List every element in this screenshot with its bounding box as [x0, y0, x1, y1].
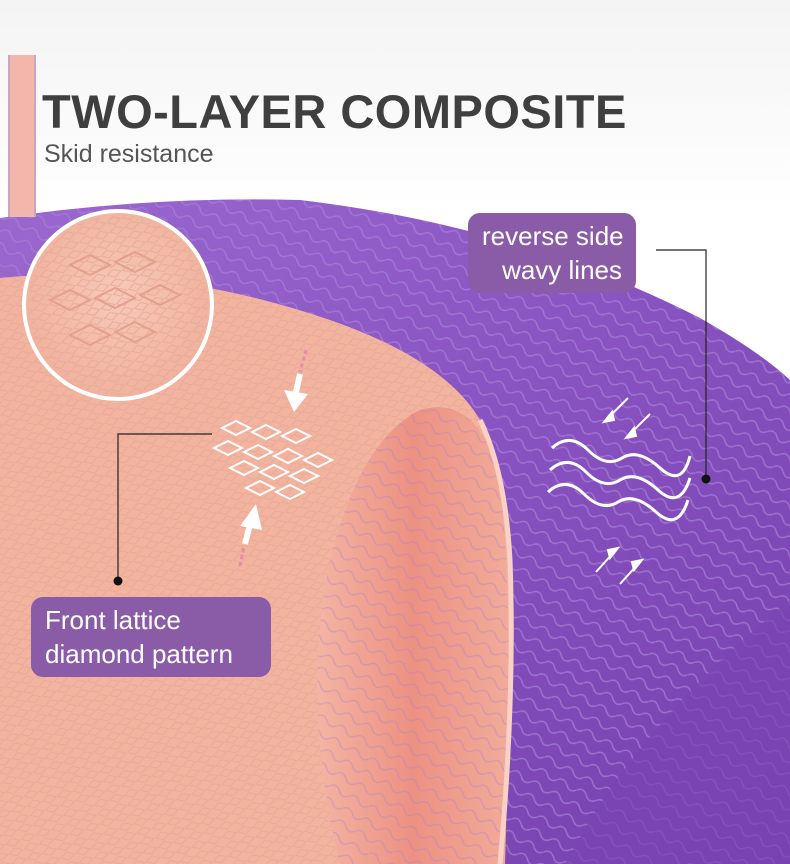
reverse-side-callout: reverse side wavy lines — [468, 213, 636, 293]
reverse-side-pointer — [701, 474, 711, 484]
down-arrow-icon — [284, 349, 308, 412]
roll-edge-highlight — [477, 418, 514, 864]
diamond-pattern-icon — [211, 419, 335, 501]
header-background — [0, 0, 790, 205]
page-subtitle: Skid resistance — [44, 140, 214, 168]
reverse-side-callout-line-1: reverse side — [482, 221, 624, 251]
front-pattern-callout-line-2: diamond pattern — [45, 639, 233, 669]
up-arrow-icon — [238, 504, 262, 567]
front-pattern-pointer — [113, 576, 123, 586]
inward-arrows-icon — [595, 397, 651, 585]
magnified-diamonds — [47, 250, 183, 347]
front-pattern-callout-line-1: Front lattice — [45, 605, 181, 635]
purple-edge-shade — [565, 600, 790, 864]
front-pattern-callout: Front lattice diamond pattern — [31, 597, 271, 677]
magnified-lattice — [28, 215, 208, 395]
accent-bar — [8, 55, 36, 217]
wave-lines-icon — [547, 439, 692, 522]
reverse-side-callout-line-2: wavy lines — [502, 255, 622, 285]
roll-inner-texture — [317, 407, 509, 864]
page-title: TWO-LAYER COMPOSITE — [42, 85, 627, 138]
leader-lines — [117, 249, 707, 580]
